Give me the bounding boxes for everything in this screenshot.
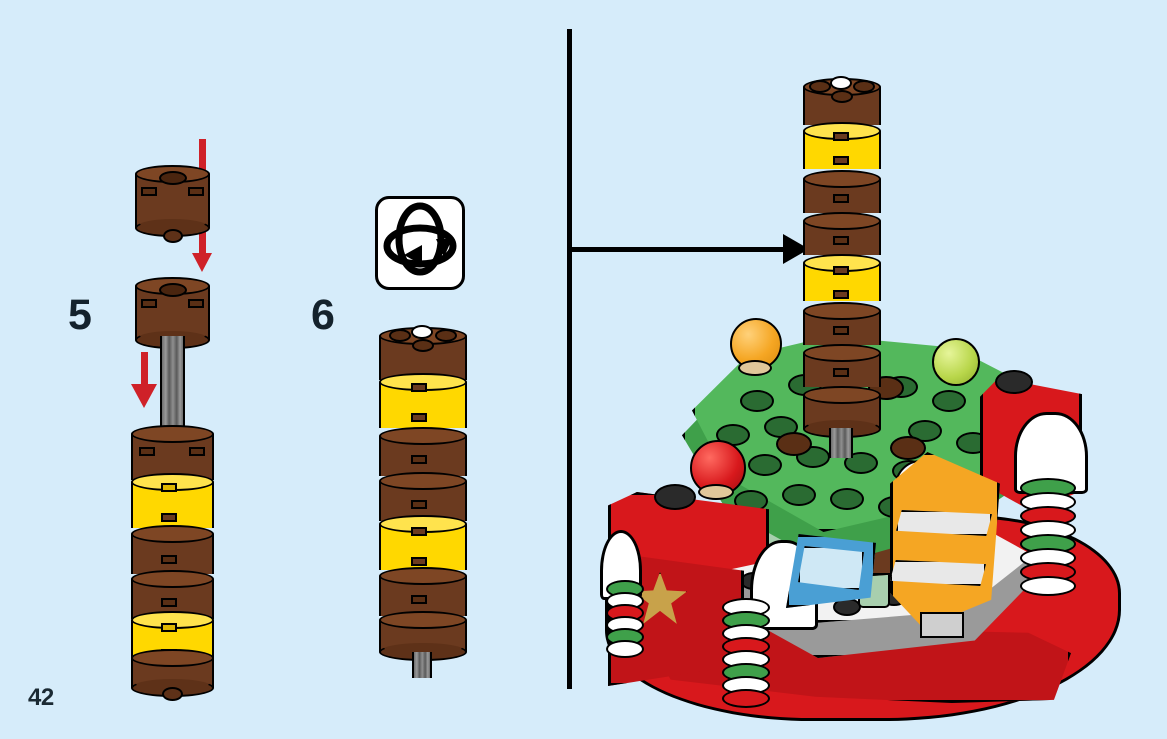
candy-cane-column [606, 580, 644, 676]
canopy-stud [830, 488, 864, 510]
canopy-stud [740, 390, 774, 412]
tree-trunk-tower [803, 76, 881, 458]
rotate-model-icon [375, 196, 465, 290]
axle-cross-hole-icon [830, 76, 852, 90]
market-stall-orange [890, 452, 1000, 628]
axle-cross-hole-icon [411, 325, 433, 339]
axle-hole-middle [159, 283, 187, 297]
market-stall-red-left-stud [654, 484, 696, 510]
tower-bottom-peg [162, 687, 183, 701]
tower-column-step5 [131, 425, 214, 701]
ball-base-tan [738, 360, 772, 376]
ornament-ball-lime [932, 338, 980, 386]
step-number-6: 6 [311, 291, 335, 339]
brick-peg-top [163, 229, 183, 243]
axle-hole-top [159, 171, 187, 185]
round-brick-brown-top [135, 165, 210, 243]
axle-bottom-step6 [412, 652, 432, 678]
candy-cane-column [722, 598, 770, 708]
main-model [590, 60, 1150, 721]
base-detail-gray [920, 612, 964, 638]
market-stall-red-stud [995, 370, 1033, 394]
page-number: 42 [28, 684, 54, 711]
step-6-assembly [379, 325, 467, 678]
panel-divider [567, 29, 572, 689]
canopy-stud [748, 454, 782, 476]
ball-base-tan [698, 484, 734, 500]
insert-arrow-side-shaft [141, 352, 148, 388]
arrow-right-icon [572, 247, 786, 252]
round-brick-brown-middle [135, 277, 210, 349]
canopy-brown-cap [776, 432, 812, 456]
canopy-stud [932, 390, 966, 412]
candy-cane-column [1020, 478, 1076, 598]
canopy-brown-cap [890, 436, 926, 460]
trunk-base-axle [829, 428, 853, 458]
step-number-5: 5 [68, 291, 92, 339]
insert-arrow-side-head [131, 384, 157, 408]
canopy-stud [782, 484, 816, 506]
insert-arrow-top-head [192, 253, 212, 272]
